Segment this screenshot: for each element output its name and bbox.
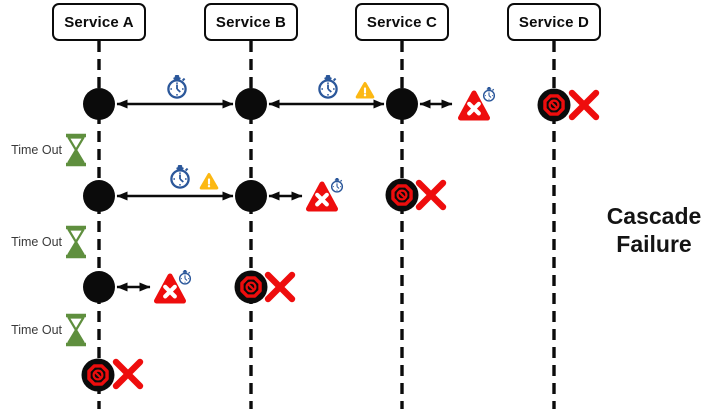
- call-node: [386, 88, 418, 120]
- stopwatch-icon: [330, 177, 344, 193]
- service-label: Service A: [64, 13, 134, 31]
- warning-icon: [355, 82, 375, 99]
- service-box-d: Service D: [507, 3, 601, 41]
- timeout-label-3: Time Out: [11, 323, 62, 337]
- call-node: [83, 88, 115, 120]
- stopwatch-icon: [482, 86, 496, 102]
- stopwatch-icon: [167, 73, 187, 99]
- blocked-icon: [535, 86, 573, 124]
- timeout-label-1: Time Out: [11, 143, 62, 157]
- service-label: Service D: [518, 13, 590, 31]
- cascade-failure-caption: Cascade Failure: [604, 202, 704, 258]
- red-x-icon: [116, 362, 140, 386]
- blocked-icon: [79, 356, 117, 394]
- timeout-label-2: Time Out: [11, 235, 62, 249]
- call-node: [235, 180, 267, 212]
- service-box-b: Service B: [204, 3, 298, 41]
- red-x-icon: [419, 183, 443, 207]
- service-box-a: Service A: [52, 3, 146, 41]
- blocked-icon: [383, 176, 421, 214]
- caption-line-1: Cascade: [606, 203, 702, 229]
- stopwatch-icon: [170, 163, 190, 189]
- hourglass-icon: [64, 133, 88, 167]
- stopwatch-icon: [178, 269, 192, 285]
- service-box-c: Service C: [355, 3, 449, 41]
- service-label: Service B: [215, 13, 287, 31]
- hourglass-icon: [64, 225, 88, 259]
- service-label: Service C: [366, 13, 438, 31]
- call-node: [83, 271, 115, 303]
- red-x-icon: [268, 275, 292, 299]
- hourglass-icon: [64, 313, 88, 347]
- call-node: [235, 88, 267, 120]
- red-x-icon: [572, 93, 596, 117]
- caption-line-2: Failure: [616, 231, 692, 257]
- blocked-icon: [232, 268, 270, 306]
- call-node: [83, 180, 115, 212]
- stopwatch-icon: [318, 73, 338, 99]
- warning-icon: [199, 173, 219, 190]
